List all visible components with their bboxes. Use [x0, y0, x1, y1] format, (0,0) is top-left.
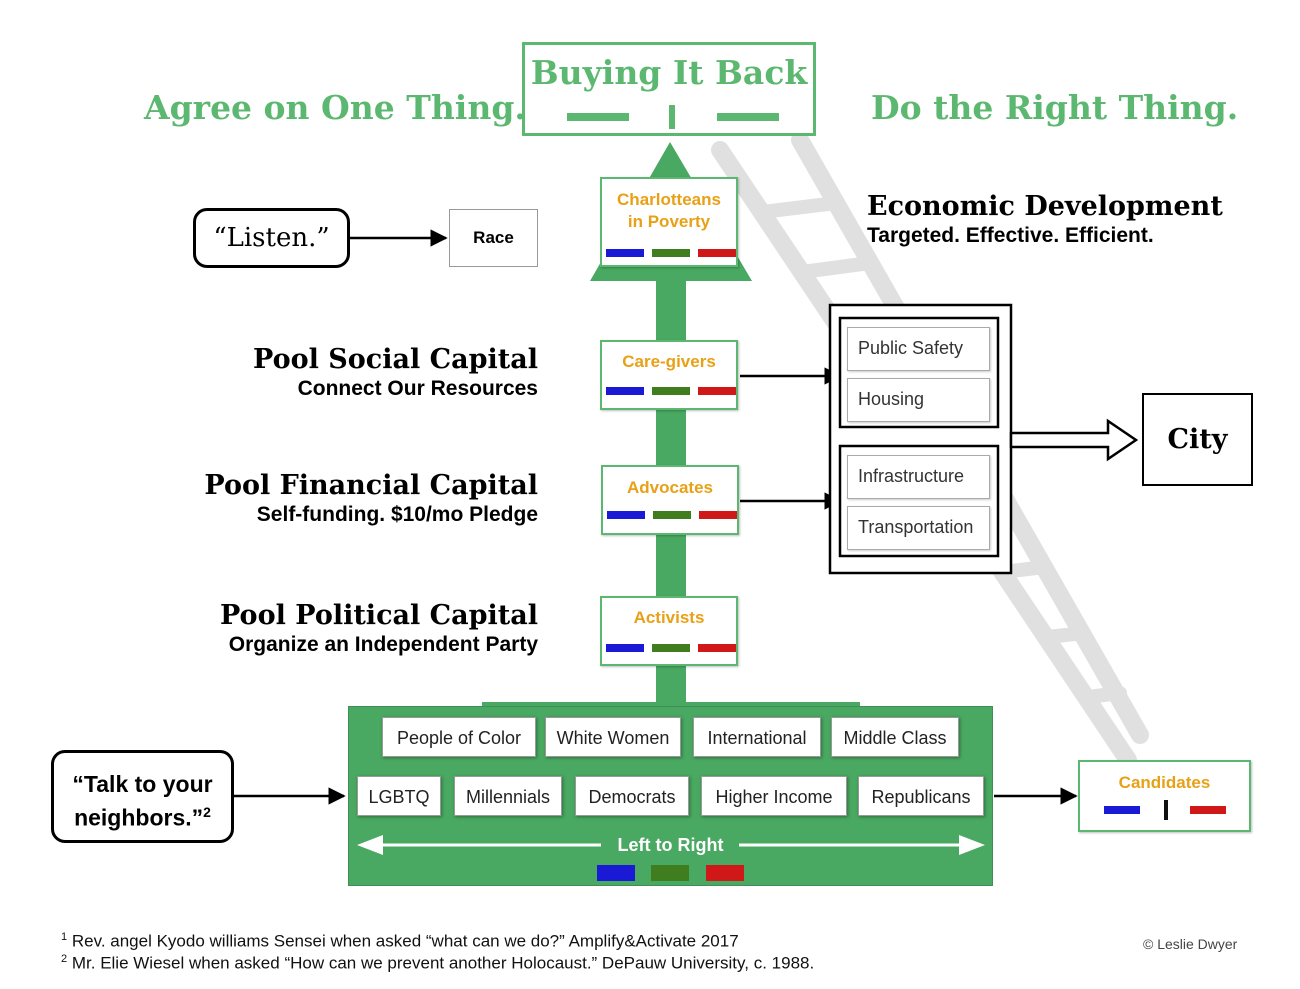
- group-democrats: Democrats: [575, 776, 689, 816]
- green-bar: [652, 249, 690, 257]
- divider-bar: [1164, 800, 1168, 820]
- candidates-role-box: Candidates: [1078, 760, 1251, 832]
- talk-footnote-ref: 2: [203, 804, 211, 820]
- title-bar-center: [669, 105, 675, 129]
- social-capital-heading: Pool Social Capital Connect Our Resource…: [253, 344, 538, 402]
- political-capital-title: Pool Political Capital: [219, 600, 538, 631]
- caregivers-label: Care-givers: [622, 352, 716, 371]
- economic-development-subtitle: Targeted. Effective. Efficient.: [867, 224, 1154, 247]
- talk-callout: “Talk to your neighbors.”2: [51, 750, 234, 843]
- red-swatch: [706, 865, 744, 881]
- group-republicans: Republicans: [858, 776, 984, 816]
- poverty-role-box: Charlotteans in Poverty: [600, 177, 738, 267]
- poverty-line1: Charlotteans: [617, 190, 721, 209]
- buying-it-back-title: Buying It Back: [530, 53, 808, 92]
- listen-text: “Listen.”: [213, 223, 330, 253]
- header-right-text: Do the Right Thing.: [871, 88, 1239, 127]
- blue-swatch: [597, 865, 635, 881]
- listen-callout: “Listen.”: [193, 208, 350, 268]
- title-bar-right: [717, 113, 779, 121]
- advocates-label: Advocates: [627, 478, 713, 497]
- infrastructure-box: Infrastructure: [847, 455, 990, 499]
- poverty-line2: in Poverty: [627, 212, 711, 231]
- copyright: © Leslie Dwyer: [1143, 936, 1238, 952]
- blue-bar: [606, 249, 644, 257]
- red-bar: [698, 387, 736, 395]
- buying-it-back-box: Buying It Back: [522, 42, 816, 136]
- political-capital-heading: Pool Political Capital Organize an Indep…: [220, 600, 538, 658]
- activists-label: Activists: [633, 608, 705, 627]
- title-bar-left: [567, 113, 629, 121]
- group-international: International: [693, 717, 821, 757]
- red-bar: [699, 511, 737, 519]
- economic-development-heading: Economic Development Targeted. Effective…: [867, 191, 1223, 249]
- financial-capital-heading: Pool Financial Capital Self-funding. $10…: [204, 470, 538, 528]
- red-bar: [698, 249, 736, 257]
- financial-capital-title: Pool Financial Capital: [204, 470, 538, 501]
- green-bar: [652, 644, 690, 652]
- spectrum-arrow: [357, 835, 985, 855]
- group-lgbtq: LGBTQ: [357, 776, 441, 816]
- green-swatch: [651, 865, 689, 881]
- header-left-text: Agree on One Thing.: [144, 88, 526, 127]
- activists-role-box: Activists: [600, 596, 738, 666]
- red-bar: [1190, 806, 1226, 814]
- green-bar: [653, 511, 691, 519]
- footnote-1-number: 1: [61, 931, 68, 943]
- green-bar: [652, 387, 690, 395]
- red-bar: [698, 644, 736, 652]
- group-middle-class: Middle Class: [831, 717, 959, 757]
- footnote-2-text: Mr. Elie Wiesel when asked “How can we p…: [71, 953, 815, 973]
- blue-bar: [606, 644, 644, 652]
- social-capital-subtitle: Connect Our Resources: [297, 377, 538, 400]
- public-safety-box: Public Safety: [847, 327, 990, 371]
- social-capital-title: Pool Social Capital: [253, 344, 538, 375]
- candidates-label: Candidates: [1118, 773, 1211, 792]
- group-millennials: Millennials: [454, 776, 562, 816]
- talk-line2-wrap: neighbors.”2: [54, 798, 231, 832]
- community-groups-panel: People of Color White Women Internationa…: [348, 706, 993, 886]
- spectrum-label: Left to Right: [617, 835, 724, 855]
- group-people-of-color: People of Color: [382, 717, 536, 757]
- footnote-1: 1 Rev. angel Kyodo williams Sensei when …: [61, 931, 739, 952]
- footnote-2-number: 2: [61, 953, 68, 965]
- caregivers-role-box: Care-givers: [600, 340, 738, 410]
- housing-box: Housing: [847, 378, 990, 422]
- transportation-box: Transportation: [847, 506, 990, 550]
- economic-development-title: Economic Development: [867, 191, 1223, 222]
- political-capital-subtitle: Organize an Independent Party: [228, 633, 538, 656]
- blue-bar: [607, 511, 645, 519]
- group-white-women: White Women: [545, 717, 681, 757]
- footnote-2: 2 Mr. Elie Wiesel when asked “How can we…: [61, 953, 814, 974]
- race-label: Race: [473, 228, 514, 247]
- blue-bar: [1104, 806, 1140, 814]
- group-higher-income: Higher Income: [701, 776, 847, 816]
- talk-line1: “Talk to your: [72, 771, 213, 797]
- talk-line2: neighbors.”: [74, 804, 204, 831]
- city-label: City: [1167, 424, 1228, 455]
- blue-bar: [606, 387, 644, 395]
- race-box: Race: [449, 209, 538, 267]
- advocates-role-box: Advocates: [601, 465, 739, 535]
- footnote-1-text: Rev. angel Kyodo williams Sensei when as…: [71, 931, 739, 951]
- city-box: City: [1142, 393, 1253, 486]
- financial-capital-subtitle: Self-funding. $10/mo Pledge: [256, 503, 538, 526]
